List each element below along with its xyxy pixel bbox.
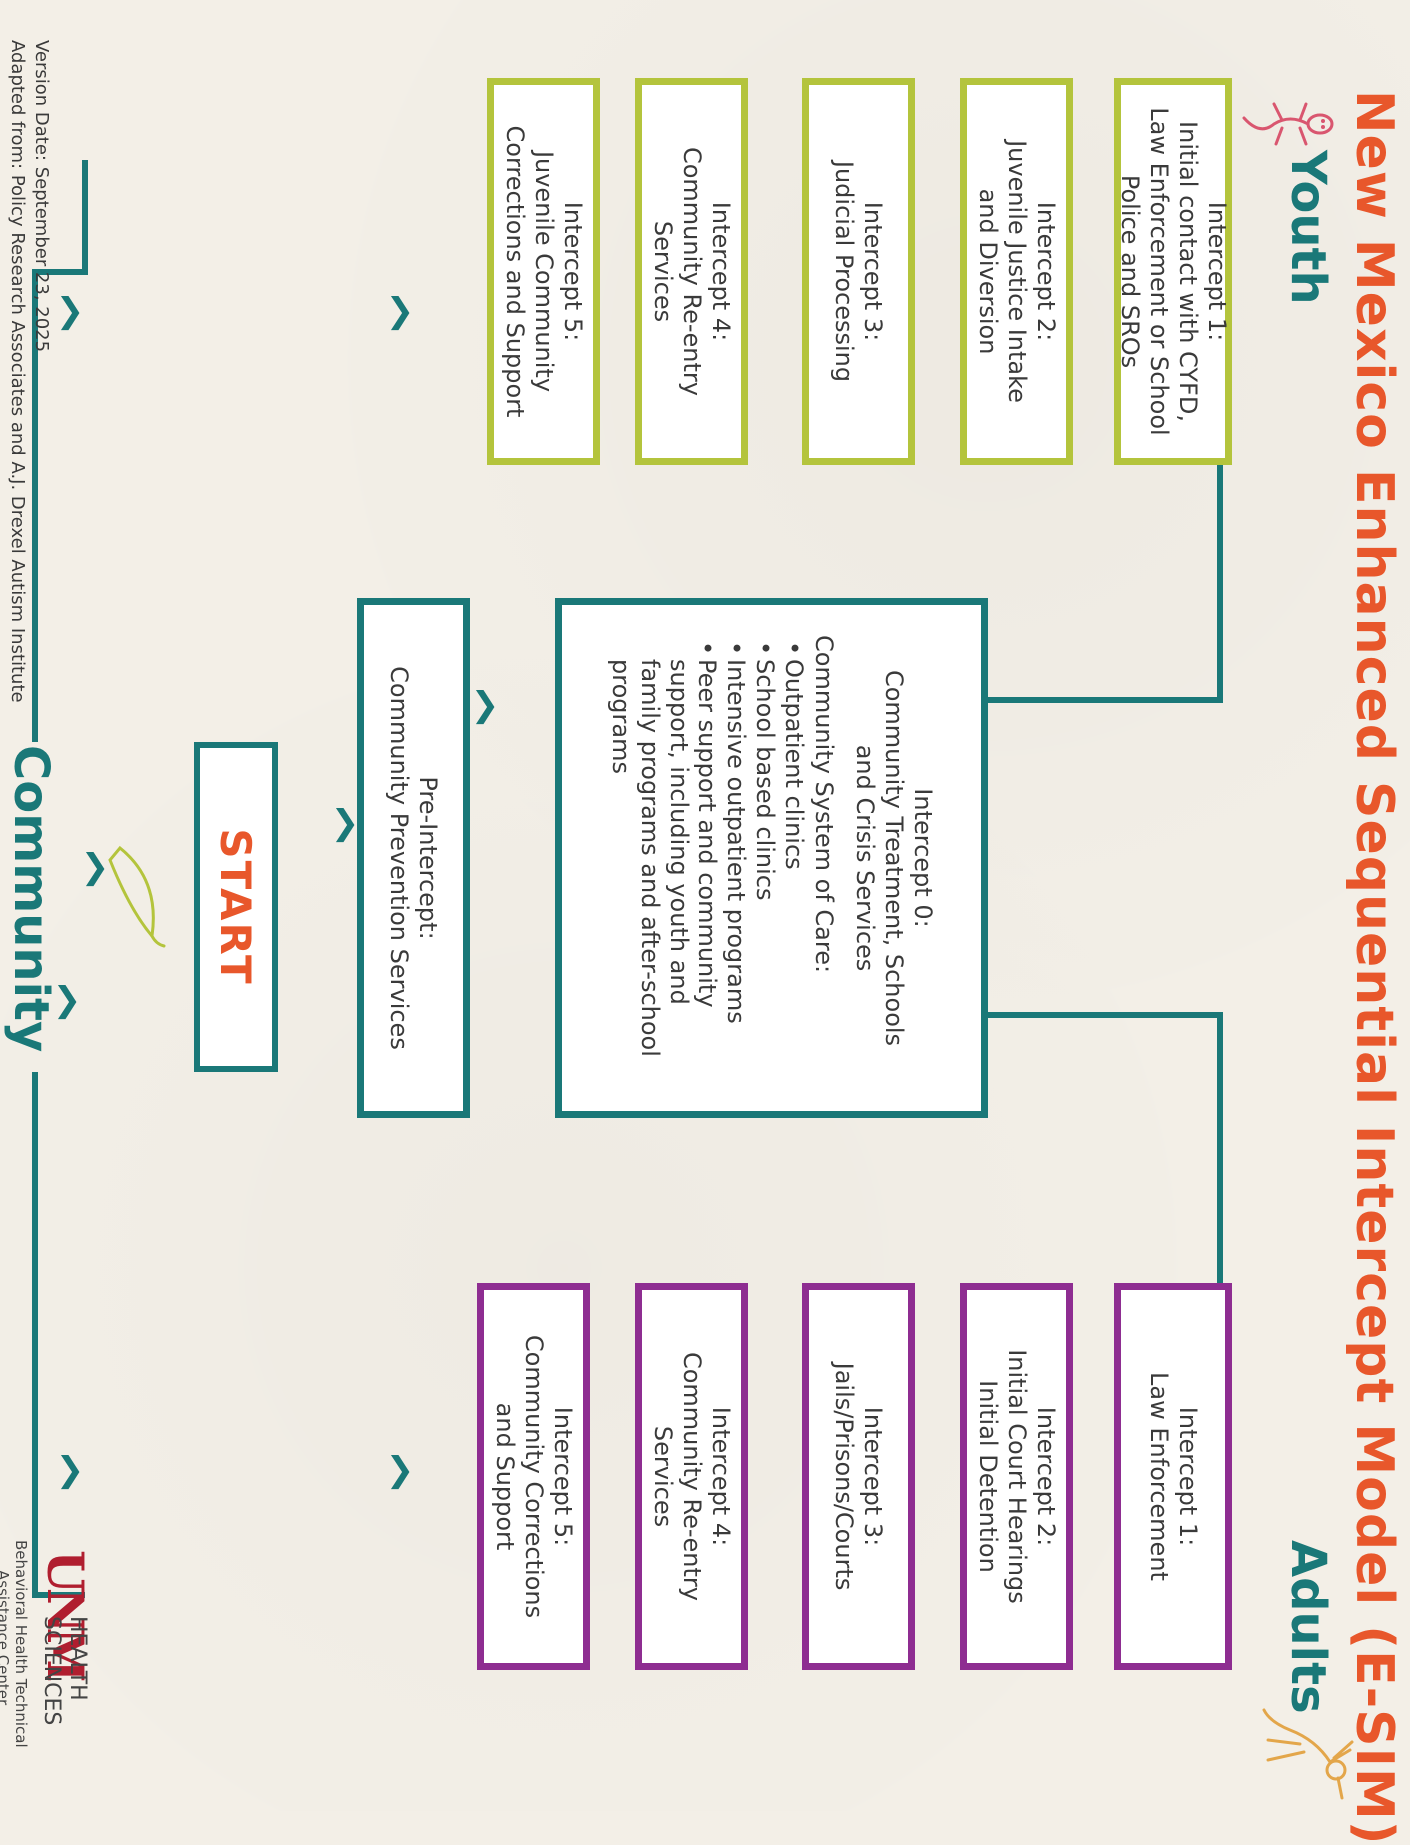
adults-intercept-5: Intercept 5: Community Corrections and S… <box>477 1283 590 1670</box>
youth-intercept-2-line: and Diversion <box>974 188 1003 355</box>
youth-intercept-2-heading: Intercept 2: <box>1031 201 1060 342</box>
youth-intercept-5: Intercept 5: Juvenile Community Correcti… <box>487 78 600 465</box>
youth-intercept-2-line: Juvenile Justice Intake <box>1002 140 1031 403</box>
adults-intercept-5-line: and Support <box>491 1402 520 1551</box>
adults-intercept-3-heading: Intercept 3: <box>859 1406 888 1547</box>
chile-pepper-icon <box>96 840 170 950</box>
adults-intercept-5-heading: Intercept 5: <box>548 1406 577 1547</box>
youth-intercept-5-line: Juvenile Community <box>529 150 558 393</box>
intercept-0-line: and Crisis Services <box>851 744 880 972</box>
adults-intercept-4-line: Community Re-entry <box>677 1351 706 1601</box>
youth-intercept-4-line: Services <box>649 220 678 323</box>
system-of-care-item: Intensive outpatient programs <box>721 659 750 1081</box>
youth-intercept-4: Intercept 4: Community Re-entry Services <box>635 78 748 465</box>
adults-intercept-3: Intercept 3: Jails/Prisons/Courts <box>802 1283 915 1670</box>
youth-intercept-2: Intercept 2: Juvenile Justice Intake and… <box>960 78 1073 465</box>
version-date: Version Date: September 23, 2025 <box>31 40 52 353</box>
logo-subtitle: Behavioral Health Technical <box>12 1540 30 1748</box>
chevron-down-icon: ❯ <box>55 291 85 331</box>
adults-intercept-5-line: Community Corrections <box>519 1334 548 1619</box>
system-of-care-list: Outpatient clinics School based clinics … <box>606 635 808 1081</box>
system-of-care-item: School based clinics <box>750 659 779 1081</box>
lizard-icon <box>1236 84 1340 164</box>
chevron-down-icon: ❯ <box>385 1450 415 1490</box>
connector-line <box>32 160 88 742</box>
start-label: START <box>211 828 261 986</box>
pre-intercept-line: Community Prevention Services <box>385 666 414 1050</box>
adults-intercept-2-heading: Intercept 2: <box>1031 1406 1060 1547</box>
intercept-0-line: Community Treatment, Schools <box>880 669 909 1047</box>
youth-intercept-3-heading: Intercept 3: <box>859 201 888 342</box>
adults-intercept-2-line: Initial Court Hearings <box>1002 1349 1031 1604</box>
adults-intercept-4: Intercept 4: Community Re-entry Services <box>635 1283 748 1670</box>
youth-intercept-1-line: Law Enforcement or School <box>1145 107 1173 436</box>
youth-intercept-5-line: Corrections and Support <box>501 125 530 418</box>
adults-intercept-1: Intercept 1: Law Enforcement <box>1114 1283 1232 1670</box>
youth-intercept-4-line: Community Re-entry <box>677 146 706 396</box>
roadrunner-icon <box>1246 1700 1360 1800</box>
adapted-from: Adapted from: Policy Research Associates… <box>7 40 28 703</box>
logo-line-health: HEALTH <box>65 1616 90 1701</box>
adults-intercept-2-line: Initial Detention <box>974 1380 1003 1573</box>
logo-line-sciences: SCIENCES <box>39 1616 64 1726</box>
adults-intercept-4-heading: Intercept 4: <box>706 1406 735 1547</box>
intercept-0-box: Intercept 0: Community Treatment, School… <box>555 598 988 1118</box>
youth-intercept-1-line: Initial contact with CYFD, <box>1173 121 1202 422</box>
logo-subtitle: Assistance Center <box>0 1570 12 1706</box>
youth-intercept-3-line: Judicial Processing <box>830 160 859 383</box>
adults-intercept-1-line: Law Enforcement <box>1145 1372 1173 1581</box>
adults-intercept-2: Intercept 2: Initial Court Hearings Init… <box>960 1283 1073 1670</box>
adults-label: Adults <box>1280 1540 1336 1714</box>
connector-line <box>32 1072 85 1598</box>
youth-label: Youth <box>1280 150 1336 305</box>
intercept-0-heading: Intercept 0: <box>908 788 937 928</box>
youth-intercept-1-heading: Intercept 1: <box>1202 201 1231 342</box>
chevron-down-icon: ❯ <box>330 803 360 843</box>
chevron-down-icon: ❯ <box>470 685 500 725</box>
system-of-care-item: Peer support and community support, incl… <box>606 659 721 1081</box>
start-box: START <box>194 742 278 1072</box>
chevron-down-icon: ❯ <box>385 291 415 331</box>
pre-intercept-heading: Pre-Intercept: <box>414 776 443 940</box>
chevron-down-icon: ❯ <box>55 1450 85 1490</box>
page-title: New Mexico Enhanced Sequential Intercept… <box>1344 90 1404 1845</box>
adults-intercept-4-line: Services <box>649 1425 678 1528</box>
system-of-care-heading: Community System of Care: <box>810 635 839 974</box>
adults-intercept-3-line: Jails/Prisons/Courts <box>830 1362 859 1591</box>
youth-intercept-3: Intercept 3: Judicial Processing <box>802 78 915 465</box>
adults-intercept-1-heading: Intercept 1: <box>1173 1406 1202 1547</box>
youth-intercept-4-heading: Intercept 4: <box>706 201 735 342</box>
youth-intercept-5-heading: Intercept 5: <box>558 201 587 342</box>
youth-intercept-1: Intercept 1: Initial contact with CYFD, … <box>1114 78 1232 465</box>
system-of-care-item: Outpatient clinics <box>779 659 808 1081</box>
youth-intercept-1-line: Police and SROs <box>1116 174 1145 369</box>
community-label: Community <box>3 745 59 1053</box>
pre-intercept-box: Pre-Intercept: Community Prevention Serv… <box>357 598 470 1118</box>
